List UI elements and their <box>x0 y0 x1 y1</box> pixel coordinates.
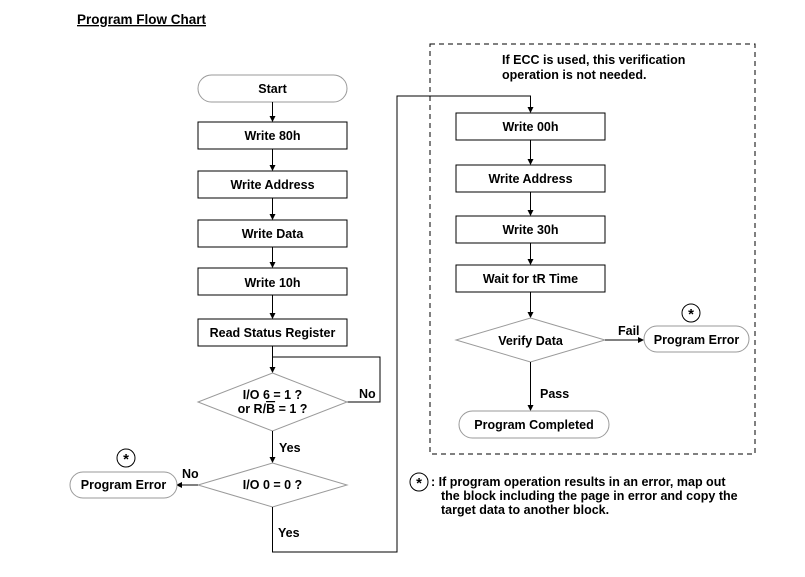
decision-io0-label: I/O 0 = 0 ? <box>243 478 302 492</box>
program-error-terminal-right <box>643 325 750 353</box>
asterisk-left: * <box>123 451 129 468</box>
asterisk-marker-right <box>681 303 701 323</box>
program-completed-label: Program Completed <box>474 418 593 432</box>
wait-tr-box <box>455 264 606 293</box>
footnote-line2: the block including the page in error an… <box>441 489 738 503</box>
ecc-note-line1: If ECC is used, this verification <box>502 53 685 67</box>
read-status-label: Read Status Register <box>210 326 336 340</box>
asterisk-marker-footnote <box>409 472 429 492</box>
no-io0-label: No <box>182 467 199 481</box>
program-error-label-right: Program Error <box>654 333 740 347</box>
pass-label: Pass <box>540 387 569 401</box>
write-80h-label: Write 80h <box>244 129 300 143</box>
fail-label: Fail <box>618 324 640 338</box>
decision-io6-line2: or R/B = 1 ? <box>238 402 308 416</box>
write-30h-label: Write 30h <box>502 223 558 237</box>
write-10h-label: Write 10h <box>244 276 300 290</box>
asterisk-right: * <box>688 306 694 323</box>
yes-io0-label: Yes <box>278 526 300 540</box>
write-10h-box <box>197 267 348 296</box>
page-title: Program Flow Chart <box>77 12 207 27</box>
write-address-box-right <box>455 164 606 193</box>
write-80h-box <box>197 121 348 150</box>
ecc-note-line2: operation is not needed. <box>502 68 646 82</box>
asterisk-footnote: * <box>416 475 422 492</box>
footnote-line1: : If program operation results in an err… <box>431 475 726 489</box>
asterisk-marker-left <box>116 448 136 468</box>
write-address-label: Write Address <box>230 178 314 192</box>
read-status-box <box>197 318 348 347</box>
write-data-box <box>197 219 348 248</box>
loop-no-io6 <box>272 356 381 403</box>
connector-yes-to-verify <box>272 95 534 553</box>
write-00h-box <box>455 112 606 141</box>
write-00h-label: Write 00h <box>502 120 558 134</box>
no-label-bg <box>357 385 379 401</box>
verify-data-label: Verify Data <box>498 334 564 348</box>
ecc-optional-region <box>429 43 756 455</box>
write-30h-box <box>455 215 606 244</box>
write-address-label-right: Write Address <box>488 172 572 186</box>
no-io6-label: No <box>359 387 376 401</box>
write-data-label: Write Data <box>242 227 305 241</box>
yes-io6-label: Yes <box>279 441 301 455</box>
decision-io6-line1: I/O 6 = 1 ? <box>243 388 302 402</box>
program-completed-terminal <box>458 410 610 439</box>
start-label: Start <box>258 82 287 96</box>
wait-tr-label: Wait for tR Time <box>483 272 578 286</box>
program-error-label-left: Program Error <box>81 478 167 492</box>
program-error-terminal-left <box>69 471 178 499</box>
footnote-line3: target data to another block. <box>441 503 609 517</box>
